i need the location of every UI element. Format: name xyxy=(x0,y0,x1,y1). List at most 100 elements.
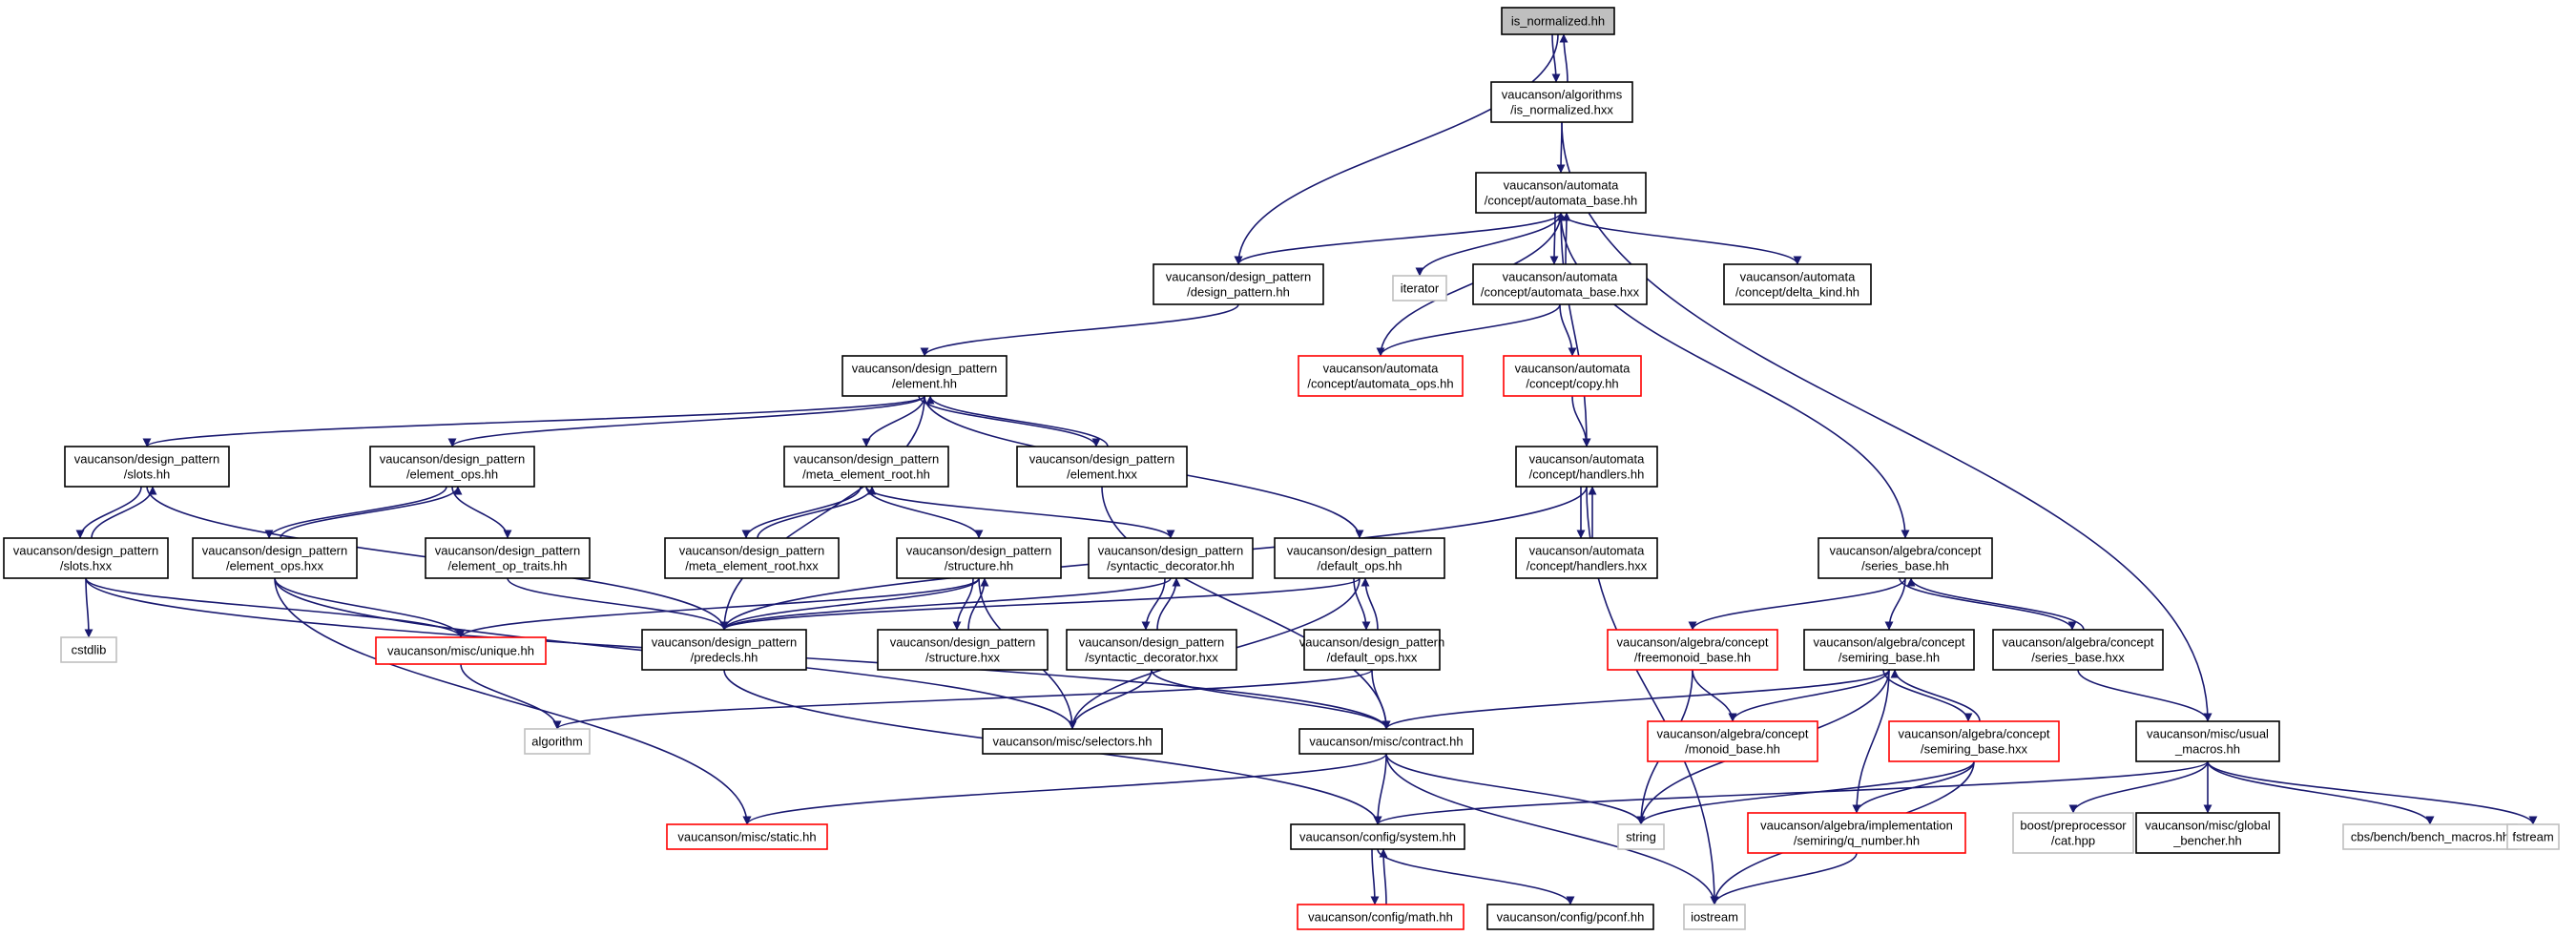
node-box-structure_hxx xyxy=(877,629,1049,671)
node-static_hh[interactable]: vaucanson/misc/static.hh xyxy=(666,823,828,850)
node-meta_element_root_hh[interactable]: vaucanson/design_pattern/meta_element_ro… xyxy=(783,446,949,488)
node-box-contract_hh xyxy=(1298,728,1474,755)
node-box-handlers_hxx xyxy=(1515,537,1658,579)
node-label-element_hxx-0: vaucanson/design_pattern xyxy=(1029,452,1175,467)
node-element_ops_hxx[interactable]: vaucanson/design_pattern/element_ops.hxx xyxy=(192,537,358,579)
node-box-bench_macros_hh xyxy=(2342,823,2518,850)
edge-usual_macros_hh-to-boost_cat_hpp xyxy=(2068,760,2209,814)
node-box-structure_hh xyxy=(896,537,1062,579)
node-box-default_ops_hxx xyxy=(1303,629,1441,671)
node-label-meta_element_root_hh-0: vaucanson/design_pattern xyxy=(794,452,940,467)
node-unique_hh[interactable]: vaucanson/misc/unique.hh xyxy=(375,636,547,665)
node-predecls_hh[interactable]: vaucanson/design_pattern/predecls.hh xyxy=(641,629,807,671)
node-label-slots_hxx-0: vaucanson/design_pattern xyxy=(13,544,159,558)
node-label-series_base_hxx-1: /series_base.hxx xyxy=(2031,651,2125,665)
edge-copy_hh-to-handlers_hh xyxy=(1571,395,1591,447)
node-label-default_ops_hxx-1: /default_ops.hxx xyxy=(1327,651,1418,665)
node-box-semiring_base_hh xyxy=(1803,629,1975,671)
edge-structure_hh-to-unique_hh xyxy=(456,577,980,638)
node-label-usual_macros_hh-1: _macros.hh xyxy=(2174,742,2240,757)
node-syntactic_decorator_hxx[interactable]: vaucanson/design_pattern/syntactic_decor… xyxy=(1066,629,1237,671)
node-label-monoid_base_hh-1: /monoid_base.hh xyxy=(1685,742,1780,757)
node-box-element_op_traits_hh xyxy=(425,537,591,579)
node-is_normalized_hxx[interactable]: vaucanson/algorithms/is_normalized.hxx xyxy=(1490,81,1633,123)
node-default_ops_hxx[interactable]: vaucanson/design_pattern/default_ops.hxx xyxy=(1299,629,1445,671)
edge-element_hxx-to-contract_hh xyxy=(1101,486,1391,730)
node-is_normalized_hh[interactable]: is_normalized.hh xyxy=(1501,7,1615,35)
node-automata_base_hh[interactable]: vaucanson/automata/concept/automata_base… xyxy=(1475,172,1647,214)
node-math_hh[interactable]: vaucanson/config/math.hh xyxy=(1297,904,1465,930)
edge-element_hh-to-meta_element_root_hh xyxy=(862,395,925,447)
edge-usual_macros_hh-to-fstream xyxy=(2207,760,2538,825)
node-box-math_hh xyxy=(1297,904,1465,930)
node-label-slots_hh-1: /slots.hh xyxy=(124,468,170,482)
edge-is_normalized_hh-to-is_normalized_hxx xyxy=(1551,33,1561,83)
node-freemonoid_base_hh[interactable]: vaucanson/algebra/concept/freemonoid_bas… xyxy=(1607,629,1778,671)
node-box-system_hh xyxy=(1290,823,1465,850)
node-box-q_number_hh xyxy=(1747,812,1966,854)
node-element_hh[interactable]: vaucanson/design_pattern/element.hh xyxy=(841,355,1008,397)
node-usual_macros_hh[interactable]: vaucanson/misc/usual_macros.hh xyxy=(2135,720,2280,762)
node-element_op_traits_hh[interactable]: vaucanson/design_pattern/element_op_trai… xyxy=(425,537,591,579)
edge-meta_element_root_hh-to-structure_hh xyxy=(865,486,984,539)
node-pconf_hh[interactable]: vaucanson/config/pconf.hh xyxy=(1486,904,1654,930)
node-q_number_hh[interactable]: vaucanson/algebra/implementation/semirin… xyxy=(1747,812,1966,854)
node-label-element_ops_hh-1: /element_ops.hh xyxy=(406,468,498,482)
node-label-delta_kind_hh-1: /concept/delta_kind.hh xyxy=(1735,285,1859,300)
node-label-element_ops_hh-0: vaucanson/design_pattern xyxy=(380,452,526,467)
edge-slots_hh-to-slots_hxx xyxy=(75,486,142,539)
node-semiring_base_hh[interactable]: vaucanson/algebra/concept/semiring_base.… xyxy=(1803,629,1975,671)
node-box-syntactic_decorator_hxx xyxy=(1066,629,1237,671)
node-semiring_base_hxx[interactable]: vaucanson/algebra/concept/semiring_base.… xyxy=(1888,720,2060,762)
node-box-series_base_hh xyxy=(1818,537,1993,579)
node-label-element_ops_hxx-0: vaucanson/design_pattern xyxy=(202,544,348,558)
node-label-element_hxx-1: /element.hxx xyxy=(1067,468,1137,482)
node-structure_hxx[interactable]: vaucanson/design_pattern/structure.hxx xyxy=(877,629,1049,671)
node-fstream: fstream xyxy=(2506,823,2560,850)
node-label-bench_macros_hh-0: cbs/bench/bench_macros.hh xyxy=(2351,830,2509,844)
edge-default_ops_hxx-to-default_ops_hh xyxy=(1361,577,1379,631)
node-series_base_hh[interactable]: vaucanson/algebra/concept/series_base.hh xyxy=(1818,537,1993,579)
node-selectors_hh[interactable]: vaucanson/misc/selectors.hh xyxy=(982,728,1163,755)
node-design_pattern_hh[interactable]: vaucanson/design_pattern/design_pattern.… xyxy=(1153,263,1324,305)
node-slots_hxx[interactable]: vaucanson/design_pattern/slots.hxx xyxy=(3,537,169,579)
node-automata_base_hxx[interactable]: vaucanson/automata/concept/automata_base… xyxy=(1472,263,1648,305)
node-syntactic_decorator_hh[interactable]: vaucanson/design_pattern/syntactic_decor… xyxy=(1088,537,1254,579)
edge-contract_hh-to-iostream xyxy=(1385,753,1719,905)
node-box-iterator xyxy=(1392,275,1447,302)
node-handlers_hxx[interactable]: vaucanson/automata/concept/handlers.hxx xyxy=(1515,537,1658,579)
edge-meta_element_root_hxx-to-meta_element_root_hh xyxy=(757,486,877,539)
node-global_bencher_hh[interactable]: vaucanson/misc/global_bencher.hh xyxy=(2135,812,2280,854)
node-label-meta_element_root_hxx-0: vaucanson/design_pattern xyxy=(679,544,825,558)
node-contract_hh[interactable]: vaucanson/misc/contract.hh xyxy=(1298,728,1474,755)
node-element_hxx[interactable]: vaucanson/design_pattern/element.hxx xyxy=(1016,446,1188,488)
node-box-element_ops_hxx xyxy=(192,537,358,579)
node-box-predecls_hh xyxy=(641,629,807,671)
node-slots_hh[interactable]: vaucanson/design_pattern/slots.hh xyxy=(64,446,230,488)
node-meta_element_root_hxx[interactable]: vaucanson/design_pattern/meta_element_ro… xyxy=(664,537,840,579)
node-system_hh[interactable]: vaucanson/config/system.hh xyxy=(1290,823,1465,850)
node-delta_kind_hh[interactable]: vaucanson/automata/concept/delta_kind.hh xyxy=(1723,263,1872,305)
node-box-algorithm xyxy=(524,728,591,755)
node-cstdlib: cstdlib xyxy=(60,636,117,663)
node-label-monoid_base_hh-0: vaucanson/algebra/concept xyxy=(1656,727,1808,741)
node-structure_hh[interactable]: vaucanson/design_pattern/structure.hh xyxy=(896,537,1062,579)
edge-is_normalized_hxx-to-is_normalized_hh xyxy=(1559,33,1568,83)
edge-element_ops_hh-to-element_op_traits_hh xyxy=(451,486,512,539)
node-element_ops_hh[interactable]: vaucanson/design_pattern/element_ops.hh xyxy=(369,446,535,488)
node-handlers_hh[interactable]: vaucanson/automata/concept/handlers.hh xyxy=(1515,446,1658,488)
node-box-monoid_base_hh xyxy=(1647,720,1818,762)
node-box-is_normalized_hh xyxy=(1501,7,1615,35)
node-box-default_ops_hh xyxy=(1274,537,1445,579)
node-series_base_hxx[interactable]: vaucanson/algebra/concept/series_base.hx… xyxy=(1992,629,2164,671)
node-automata_ops_hh[interactable]: vaucanson/automata/concept/automata_ops.… xyxy=(1298,355,1464,397)
node-default_ops_hh[interactable]: vaucanson/design_pattern/default_ops.hh xyxy=(1274,537,1445,579)
edge-contract_hh-to-string xyxy=(1385,753,1646,825)
node-label-iostream-0: iostream xyxy=(1691,910,1738,925)
node-box-copy_hh xyxy=(1503,355,1642,397)
node-label-pconf_hh-0: vaucanson/config/pconf.hh xyxy=(1497,910,1645,925)
node-label-structure_hxx-0: vaucanson/design_pattern xyxy=(890,635,1036,650)
node-monoid_base_hh[interactable]: vaucanson/algebra/concept/monoid_base.hh xyxy=(1647,720,1818,762)
node-copy_hh[interactable]: vaucanson/automata/concept/copy.hh xyxy=(1503,355,1642,397)
